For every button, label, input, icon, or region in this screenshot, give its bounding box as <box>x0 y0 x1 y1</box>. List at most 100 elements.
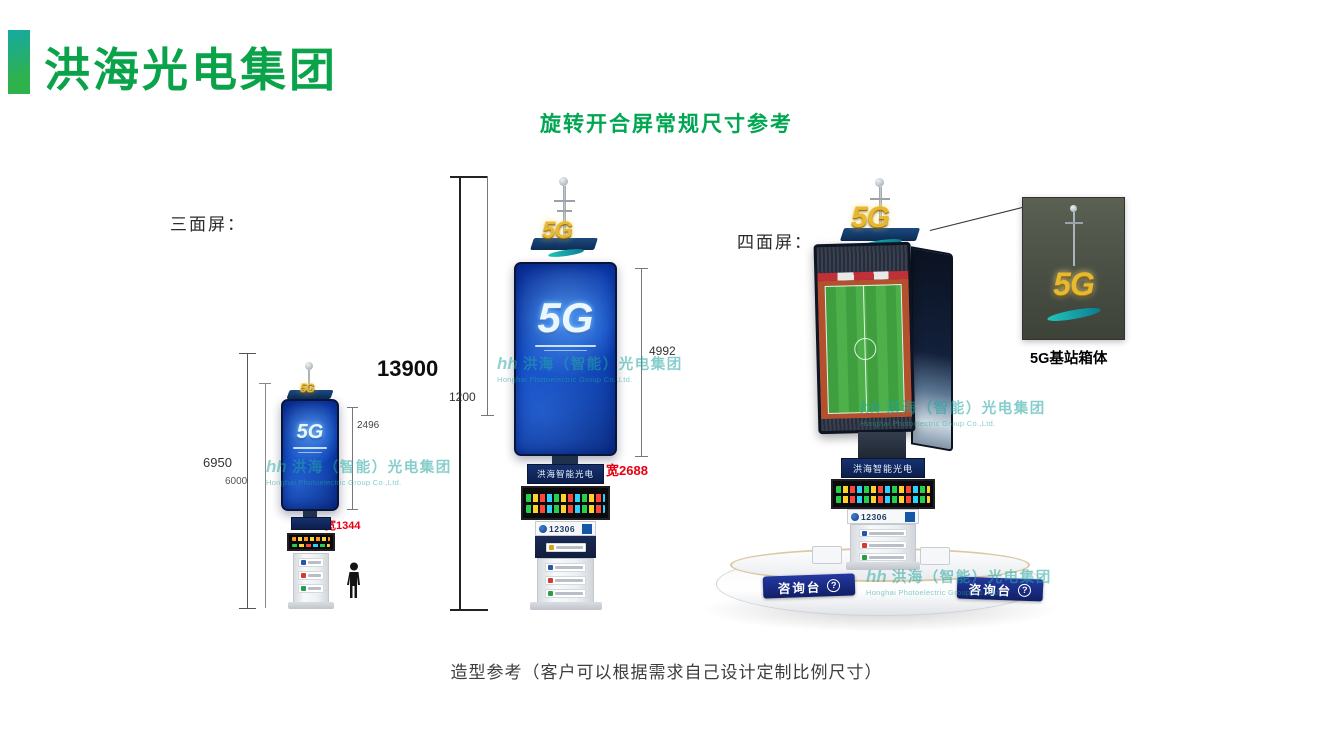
led-ticker <box>831 479 935 509</box>
dim-tick <box>481 415 494 416</box>
gold-5g-decoration: 5G <box>1053 266 1095 302</box>
dim-tick <box>347 509 358 510</box>
antenna-crossbar <box>557 210 572 212</box>
screen-connector <box>552 456 578 465</box>
inset-5g-station-image: 5G <box>1022 197 1125 340</box>
antenna-pole <box>308 370 310 397</box>
railway-logo-icon <box>539 524 547 533</box>
info-plaque <box>545 542 586 552</box>
four-sided-side-screen <box>911 246 953 452</box>
led-ticker-row <box>836 485 930 493</box>
three-sided-main-screen: 5G <box>514 262 617 456</box>
info-plaque <box>859 541 907 549</box>
desk-counter <box>812 546 842 564</box>
rail-sign-blue-plate <box>582 523 592 534</box>
antenna-crossbar <box>873 208 887 210</box>
rail-12306-sign: 12306 <box>847 509 919 524</box>
base-plinth <box>288 602 334 609</box>
dim-line-6950 <box>247 353 248 608</box>
stadium-track <box>817 278 913 420</box>
gold-5g-decoration: 5G <box>851 201 890 234</box>
antenna-crossbar <box>870 198 890 200</box>
tower-name-band: 洪海智能光电 <box>841 458 925 478</box>
info-plaque <box>298 571 324 580</box>
consult-desk-sign: 咨询台 ? <box>762 573 856 599</box>
railway-logo-icon <box>851 512 859 521</box>
info-plaque <box>545 563 586 572</box>
base-column <box>850 524 916 564</box>
led-ticker-row <box>836 495 930 503</box>
info-plaque <box>859 529 907 537</box>
dim-tick <box>635 268 648 269</box>
callout-line <box>929 206 1026 231</box>
dim-line-4992 <box>641 268 642 456</box>
company-name: 洪海光电集团 <box>44 44 338 96</box>
three-sided-screen: 5G <box>281 399 339 511</box>
led-ticker-row <box>526 504 605 513</box>
dim-label-13900: 13900 <box>377 356 439 381</box>
dim-tick <box>259 383 271 384</box>
antenna-crossbar <box>1065 222 1083 224</box>
dim-label-width-2688: 宽2688 <box>606 463 648 478</box>
rail-sign-blue-plate <box>905 511 915 522</box>
dim-line-1200 <box>487 176 488 415</box>
tower-name-band-text: 洪海智能光电 <box>536 469 594 479</box>
gold-5g-decoration: 5G <box>300 381 315 395</box>
dim-tick <box>239 353 256 354</box>
consult-desk-label: 咨询台 <box>968 582 1013 598</box>
person-silhouette <box>347 562 360 598</box>
consult-desk-sign: 咨询台 ? <box>956 576 1044 602</box>
label-three-sided: 三面屏： <box>170 215 246 234</box>
footer-note: 造型参考（客户可以根据需求自己设计定制比例尺寸） <box>450 663 883 682</box>
rail-sign-number: 12306 <box>549 523 576 534</box>
screen-5g-text: 5G <box>537 294 594 341</box>
dim-tick <box>239 608 256 609</box>
info-plaque <box>298 584 324 593</box>
four-sided-front-screen <box>813 241 916 435</box>
stadium-crowd <box>821 416 913 432</box>
teal-swoosh <box>1046 305 1102 324</box>
antenna-sphere <box>875 178 884 187</box>
info-plaque <box>859 553 907 561</box>
dim-label-2496: 2496 <box>357 420 380 431</box>
gold-5g-decoration: 5G <box>542 217 573 244</box>
dim-label-width-1344: 宽1344 <box>325 520 361 532</box>
led-ticker-row <box>526 493 605 502</box>
brand-color-bar <box>8 30 30 94</box>
tower-name-band <box>291 517 331 530</box>
consult-desk-label: 咨询台 <box>777 580 822 596</box>
slide-title: 旋转开合屏常规尺寸参考 <box>540 113 793 136</box>
dim-line-13900 <box>459 176 461 610</box>
desk-counter <box>920 547 950 565</box>
info-plaque <box>545 576 586 585</box>
dim-tick <box>450 176 488 178</box>
led-ticker-row <box>292 543 330 547</box>
antenna-sphere <box>1070 205 1077 212</box>
dim-label-4992: 4992 <box>649 344 676 358</box>
rail-sign-number: 12306 <box>861 511 888 522</box>
rail-12306-sign: 12306 <box>535 521 596 536</box>
info-plaque <box>298 558 324 567</box>
soccer-field <box>824 284 905 414</box>
dim-label-6950: 6950 <box>203 455 232 470</box>
screen-pedestal <box>858 432 906 460</box>
tower-name-band-text: 洪海智能光电 <box>852 463 913 474</box>
dim-label-1200: 1200 <box>449 390 476 404</box>
label-four-sided: 四面屏： <box>737 233 813 252</box>
antenna-sphere <box>559 177 568 186</box>
question-icon: ? <box>827 578 841 592</box>
base-column <box>537 558 594 604</box>
antenna-pole <box>879 187 882 239</box>
screen-caption-lines <box>534 342 597 354</box>
led-ticker <box>521 486 610 520</box>
dim-line-2496 <box>352 407 353 509</box>
antenna-pole <box>1073 212 1075 266</box>
screen-connector <box>303 511 317 517</box>
inset-caption: 5G基站箱体 <box>1030 351 1108 367</box>
dim-line-6000 <box>265 383 266 608</box>
dim-tick <box>635 456 648 457</box>
led-ticker-row <box>292 537 330 541</box>
antenna-crossbar <box>554 200 575 202</box>
screen-caption-lines <box>293 444 327 456</box>
